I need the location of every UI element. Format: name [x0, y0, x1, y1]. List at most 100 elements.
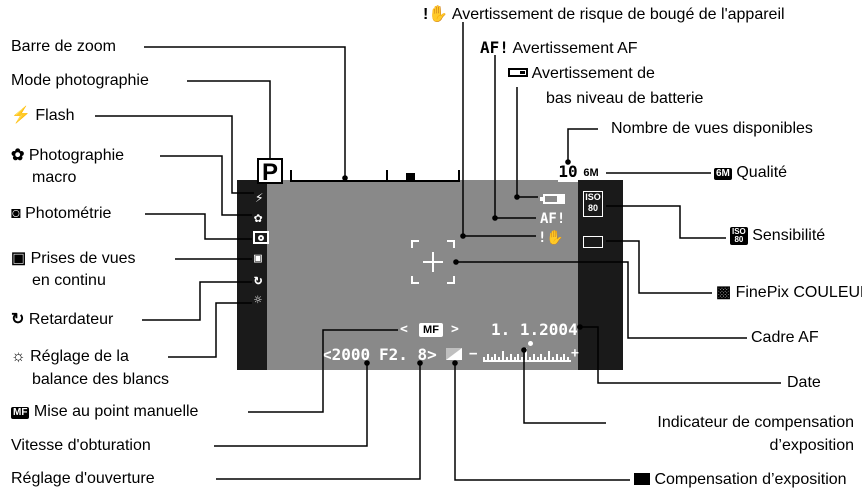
ev-tick [513, 357, 516, 361]
leader-exposure-indicator [523, 350, 606, 424]
ev-tick [548, 351, 551, 361]
ev-scale [483, 341, 571, 364]
af-frame [411, 240, 455, 284]
mf-icon: MF [11, 407, 30, 419]
leader-metering [145, 213, 252, 240]
leader-sensitivity [606, 205, 726, 239]
leader-frames [567, 128, 598, 162]
label-white-balance: ☼ Réglage de la [11, 347, 129, 367]
iso-indicator: ISO 80 [583, 191, 603, 217]
label-flash: ⚡ Flash [11, 106, 75, 126]
ev-tick [563, 354, 566, 361]
ev-tick [559, 357, 562, 361]
label-continuous: ▣ Prises de vues [11, 249, 136, 269]
ev-tick [486, 354, 489, 361]
flash-icon: ⚡ [255, 190, 264, 206]
shutter-speed-display: <2000 [322, 345, 371, 364]
finepix-color-icon: ▩ [716, 284, 732, 301]
label-shooting-mode: Mode photographie [11, 72, 149, 89]
ev-tick [509, 354, 512, 361]
label-exposure-indicator-line2: d’exposition [769, 437, 855, 454]
self-timer-icon: ↻ [254, 272, 263, 288]
ev-tick [544, 357, 547, 361]
ev-tick [528, 357, 531, 361]
ev-tick [498, 357, 501, 361]
ev-tick [532, 354, 535, 361]
date-display: 1. 1.2004 [491, 320, 578, 339]
quality-icon: 6M [714, 168, 732, 180]
continuous-icon: ▣ [11, 250, 27, 267]
exposure-compensation-icon [446, 348, 462, 360]
leader-finepix-color [606, 240, 712, 294]
leader-zoom-bar [144, 46, 346, 178]
label-continuous-line2: en continu [32, 272, 106, 289]
finepix-color-icon [583, 236, 603, 248]
ev-tick [483, 357, 485, 361]
leader-af-frame [456, 261, 747, 339]
label-wb-line1: Réglage de la [30, 348, 129, 365]
label-date: Date [787, 374, 821, 391]
label-manual-focus-text: Mise au point manuelle [33, 403, 199, 420]
ev-tick [555, 354, 558, 361]
mode-indicator: P [257, 158, 283, 186]
label-quality: 6M Qualité [714, 163, 787, 183]
leader-flash [95, 115, 254, 194]
iso-value: 80 [587, 203, 598, 213]
label-shutter-speed: Vitesse d'obturation [11, 437, 151, 454]
label-self-timer: ↻ Retardateur [11, 310, 113, 330]
screen-body [237, 180, 623, 370]
leader-aperture [216, 363, 421, 480]
manual-focus-indicator: MF [419, 323, 443, 337]
mf-right-arrow: > [451, 322, 459, 337]
label-macro-line1: Photographie [28, 147, 125, 164]
zoom-bar [290, 170, 460, 182]
leader-shooting-mode [187, 80, 271, 158]
exposure-compensation-icon [634, 473, 650, 485]
ev-tick [521, 357, 524, 361]
frames-counter: 10 [558, 162, 578, 182]
metering-icon [253, 231, 269, 244]
ev-tick [525, 348, 528, 361]
label-macro: ✿ Photographie [11, 146, 124, 166]
label-flash-text: Flash [35, 107, 75, 124]
label-exposure-compensation-text: Compensation d’exposition [654, 471, 847, 488]
mf-left-arrow: < [400, 322, 408, 337]
label-manual-focus: MF Mise au point manuelle [11, 402, 198, 422]
continuous-icon: ▣ [254, 251, 262, 266]
label-self-timer-text: Retardateur [28, 311, 114, 328]
label-aperture: Réglage d'ouverture [11, 470, 155, 487]
label-shake-warning: !✋ Avertissement de risque de bougé de l… [423, 5, 785, 25]
ev-minus: − [469, 346, 478, 362]
leader-battery [516, 87, 538, 198]
shake-warning-icon: !✋ [423, 6, 449, 23]
self-timer-icon: ↻ [11, 311, 25, 328]
leader-white-balance [168, 302, 252, 358]
label-exposure-indicator-line1: Indicateur de compensation [657, 414, 854, 431]
ev-tick [536, 357, 539, 361]
ev-tick [551, 357, 554, 361]
label-metering: ◙ Photométrie [11, 204, 111, 224]
leader-shutter [214, 363, 368, 447]
label-battery-line2: bas niveau de batterie [546, 90, 704, 107]
label-sensitivity: ISO 80 Sensibilité [730, 226, 825, 246]
screen-right-panel [578, 180, 623, 370]
exposure-indicator: − + [469, 341, 579, 364]
iso-icon-bottom: 80 [734, 234, 744, 244]
macro-icon: ✿ [11, 147, 25, 164]
label-metering-text: Photométrie [25, 205, 112, 222]
leader-date [580, 326, 781, 384]
aperture-display: F2. 8> [379, 345, 437, 364]
ev-tick [540, 354, 543, 361]
ev-tick [505, 357, 508, 361]
iso-icon: ISO 80 [730, 226, 748, 245]
ev-tick [490, 357, 493, 361]
white-balance-icon: ☼ [11, 348, 26, 365]
label-battery: Avertissement de [508, 64, 655, 84]
white-balance-icon: ☼ [254, 293, 262, 308]
label-quality-text: Qualité [736, 164, 788, 181]
screen-left-panel [237, 180, 267, 370]
battery-icon [508, 68, 528, 77]
label-battery-line1: Avertissement de [531, 65, 655, 82]
ev-tick [502, 351, 505, 361]
